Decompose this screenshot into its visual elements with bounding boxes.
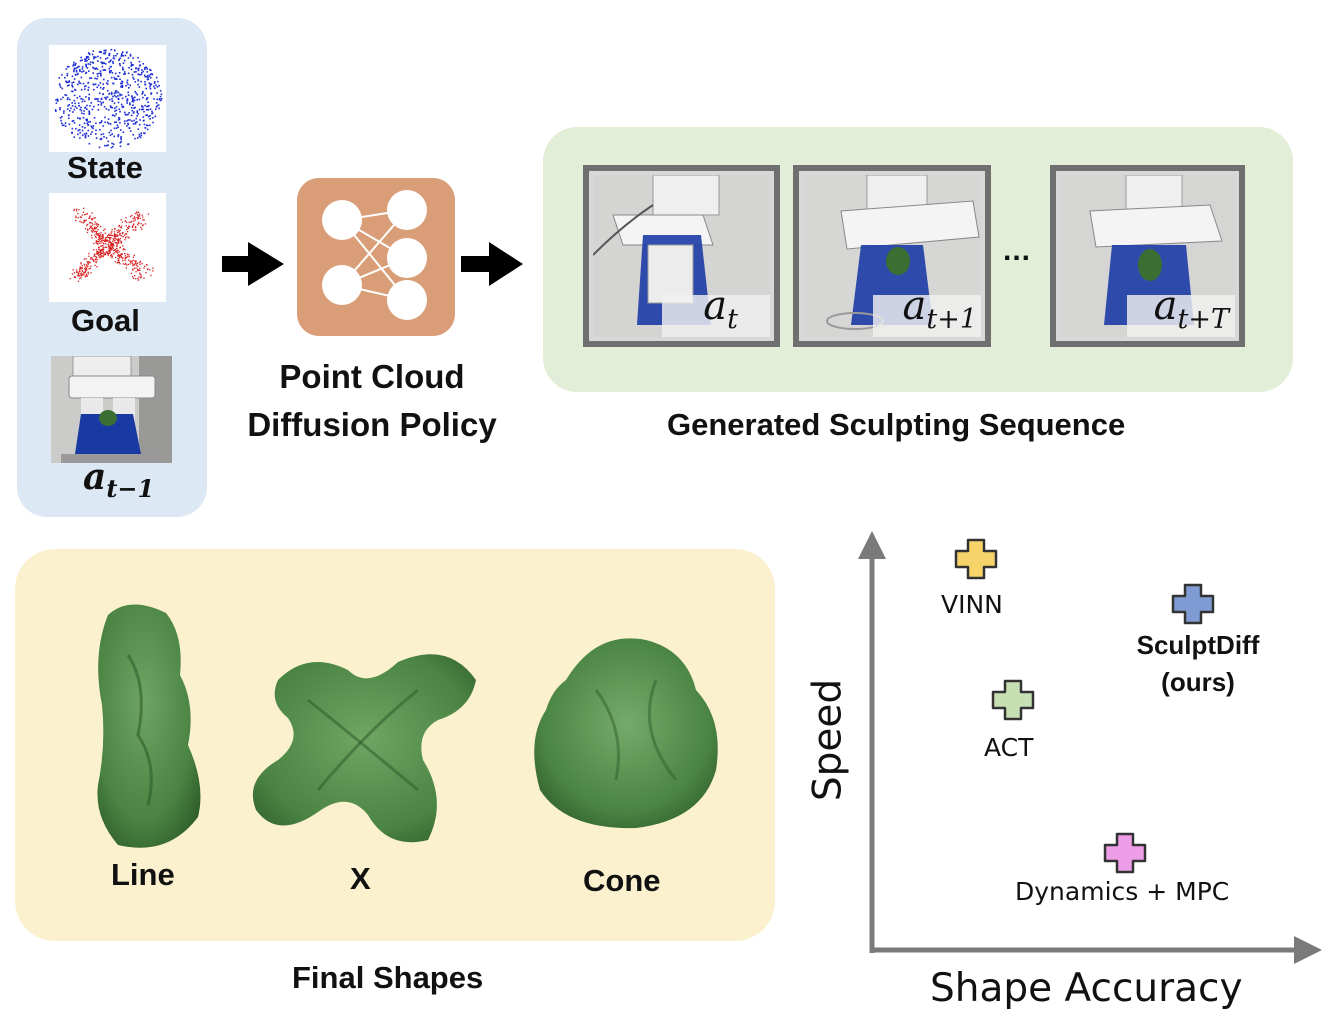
shape-label-line: Line	[111, 857, 175, 892]
vinn-marker	[954, 538, 998, 580]
state-point-cloud	[49, 45, 166, 152]
clay-cone-shape	[534, 638, 718, 829]
state-point-cloud-plot	[54, 48, 163, 149]
act-marker	[991, 679, 1035, 721]
frame-action-subscript: t+T	[1177, 304, 1229, 335]
policy-label-line2: Diffusion Policy	[247, 406, 497, 443]
arrow-inputs-to-policy	[222, 242, 284, 286]
act-label: ACT	[984, 733, 1034, 762]
shape-label-cone: Cone	[583, 863, 661, 898]
state-label: State	[67, 150, 143, 185]
sculptdiff-label: SculptDiff (ours)	[1130, 627, 1266, 701]
sequence-frame-3-label: at+T	[1154, 283, 1229, 335]
sculptdiff-label-name: SculptDiff	[1136, 630, 1260, 660]
final-shapes-title: Final Shapes	[292, 960, 484, 995]
sequence-ellipsis: ...	[1003, 234, 1032, 267]
previous-action-symbol: a	[83, 456, 107, 498]
policy-label: Point Cloud Diffusion Policy	[246, 353, 498, 449]
y-axis-label: Speed	[805, 678, 851, 802]
sculptdiff-label-ours: (ours)	[1161, 667, 1235, 697]
frame-action-symbol: a	[703, 283, 728, 329]
dynamics-mpc-label: Dynamics + MPC	[1015, 877, 1230, 906]
robot-photo	[51, 356, 172, 463]
arrow-policy-to-sequence	[461, 242, 523, 286]
sculptdiff-marker	[1171, 583, 1215, 625]
sequence-frame-2-label: at+1	[902, 283, 977, 335]
previous-action-subscript: t−1	[106, 474, 155, 504]
frame-action-symbol: a	[902, 283, 927, 329]
x-axis-label: Shape Accuracy	[930, 966, 1243, 1011]
x-axis-arrowhead	[1294, 936, 1322, 964]
frame-label-overlay	[662, 295, 770, 337]
sequence-frame-1-label: at	[703, 283, 738, 335]
previous-action-label: at−1	[83, 456, 154, 503]
frame-label-overlay	[873, 295, 981, 337]
previous-action-image	[51, 356, 172, 463]
frame-action-symbol: a	[1153, 283, 1178, 329]
sequence-frame-1: at	[583, 165, 780, 347]
frame-action-subscript: t	[727, 304, 738, 335]
sequence-title: Generated Sculpting Sequence	[667, 407, 1126, 442]
frame-action-subscript: t+1	[926, 304, 977, 335]
sequence-frame-3: at+T	[1050, 165, 1245, 347]
policy-network-icon	[297, 178, 455, 336]
goal-point-cloud-plot	[69, 207, 154, 282]
goal-point-cloud	[49, 193, 166, 302]
shape-label-x: X	[350, 861, 371, 896]
dynamics-mpc-marker	[1103, 832, 1147, 874]
y-axis-arrowhead	[858, 531, 886, 559]
clay-x-shape	[252, 654, 476, 843]
clay-line-shape	[97, 604, 201, 848]
policy-label-line1: Point Cloud	[279, 358, 465, 395]
vinn-label: VINN	[941, 590, 1003, 619]
frame-label-overlay	[1127, 295, 1235, 337]
comparison-axes	[858, 531, 1322, 964]
goal-label: Goal	[71, 303, 140, 338]
sequence-frame-2: at+1	[793, 165, 991, 347]
